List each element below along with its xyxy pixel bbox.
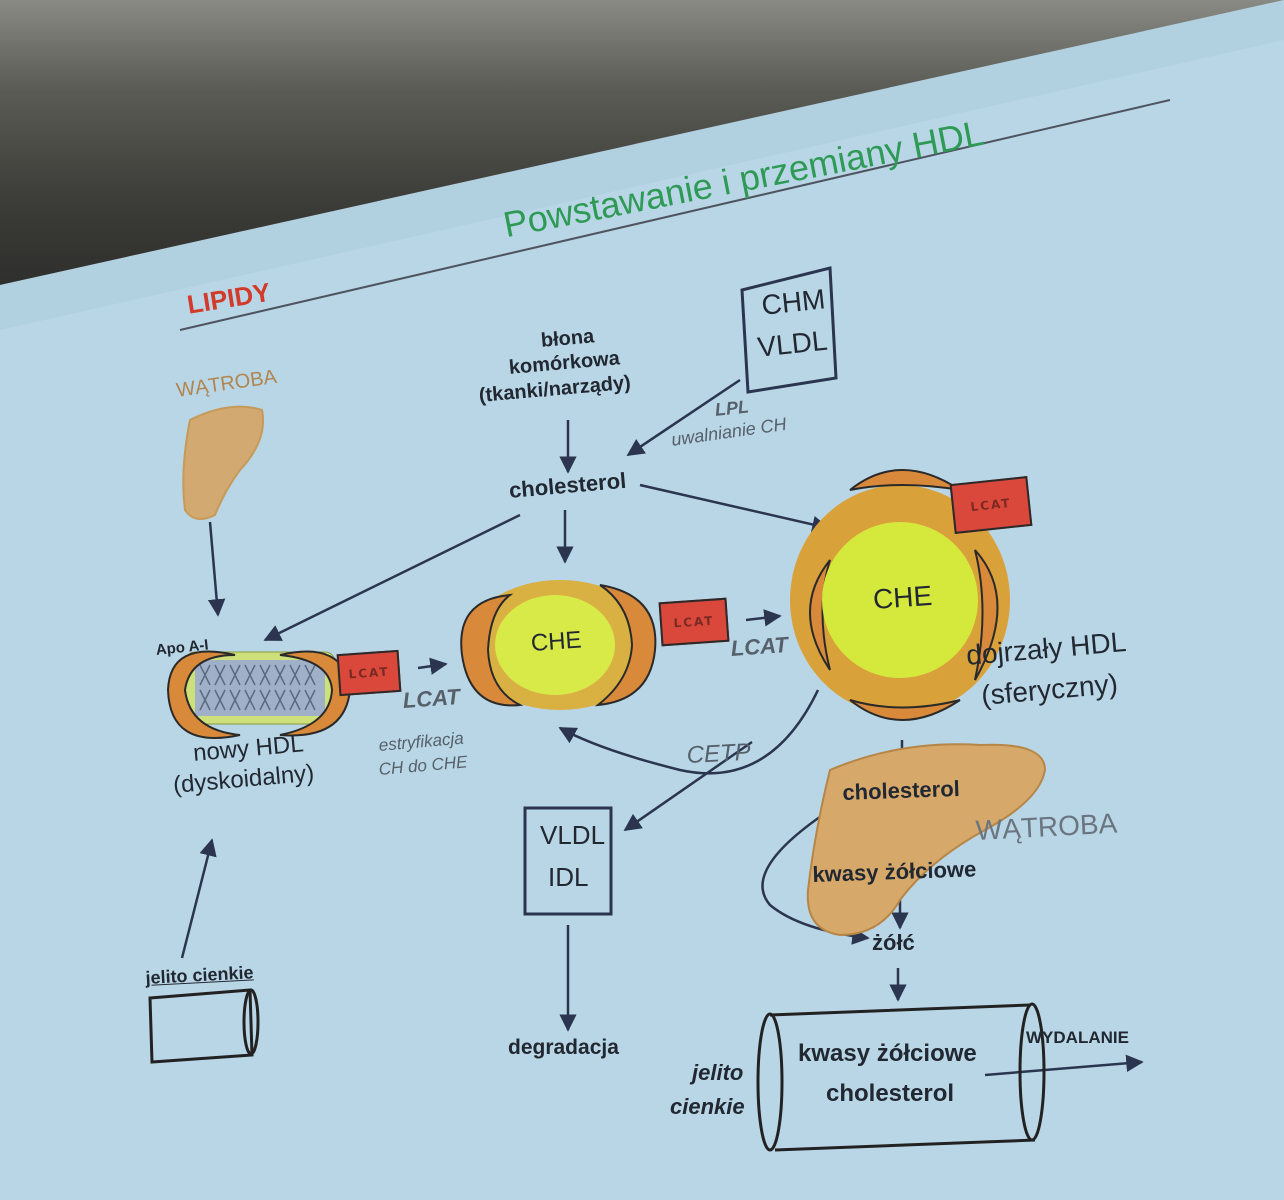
lcat-tag-mature: LCAT [949,476,1033,534]
idl-box-label: IDL [548,862,589,892]
intestine-right-shape [756,1002,1046,1152]
degradation-label: degradacja [508,1036,619,1059]
che-label-mature: CHE [872,579,934,615]
lcat-tag-intermediate: LCAT [658,597,730,647]
new-hdl-particle [166,650,352,739]
cetp-label: CETP [686,738,752,769]
intestine-content-bile-acids: kwasy żółciowe [798,1040,977,1067]
chm-vldl-box [740,266,838,394]
title-underline [179,99,1171,331]
intestine-content-cholesterol: cholesterol [826,1080,955,1107]
vldl-idl-box [523,806,613,916]
lcat-tag-new-hdl: LCAT [336,649,402,697]
excretion-label: WYDALANIE [1026,1028,1129,1047]
cholesterol-liver-label: cholesterol [842,775,961,805]
lcat-label-2: LCAT [730,632,789,661]
liver-right-shape [806,743,1047,937]
bile-label: żółć [872,930,915,955]
intestine-right-label-1: jelito [692,1060,744,1085]
chm-label: CHM [760,283,827,321]
intestine-left-shape [148,988,260,1064]
mature-hdl-particle [790,469,1010,721]
vldl-box-label: VLDL [540,820,606,850]
intermediate-hdl-particle [460,580,657,710]
che-label-intermediate: CHE [530,626,583,657]
membrane-line: błona [540,325,596,352]
lcat-label-1: LCAT [402,684,461,713]
intestine-right-label-2: cienkie [670,1094,745,1119]
liver-top-shape [182,405,264,520]
lpl-label: LPL [714,396,750,420]
